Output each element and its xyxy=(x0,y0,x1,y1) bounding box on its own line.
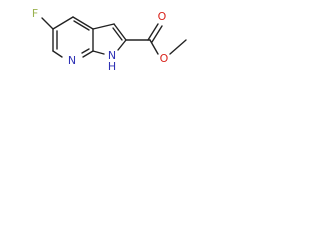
atom-fluorine-label: F xyxy=(32,7,38,20)
atom-pyridine-nitrogen-label: N xyxy=(68,54,76,67)
bond-c2-n1 xyxy=(117,39,127,51)
atom-ester-oxygen-label: O xyxy=(160,52,169,65)
atom-pyrrole-nitrogen-label: N xyxy=(108,49,116,62)
bond-n1-c7a xyxy=(92,50,105,55)
bond-c4-c5 xyxy=(52,16,74,30)
bond-c6-n7 xyxy=(52,50,63,58)
bond-c3-c2-double xyxy=(112,27,123,41)
bond-carbonyl-o-double-b xyxy=(151,25,163,43)
bond-o-methyl xyxy=(169,39,187,55)
bond-group xyxy=(41,16,187,58)
bond-n7-c7a-double xyxy=(81,48,90,54)
bond-f-c5 xyxy=(41,17,54,30)
bond-carbonyl-o-double-a xyxy=(147,23,159,41)
bond-carbonyl-o-single xyxy=(149,39,159,55)
atom-carbonyl-oxygen-label: O xyxy=(158,10,167,23)
atom-pyrrole-hydrogen-label: H xyxy=(108,60,116,73)
bond-n7-c7a xyxy=(82,50,94,58)
structure-canvas: F N N H O O xyxy=(0,0,207,82)
bond-c3-c2 xyxy=(113,23,127,41)
bond-c4-c3a xyxy=(72,16,94,30)
chemical-structure-diagram: F N N H O O xyxy=(32,7,187,73)
bond-c4-c3a-double xyxy=(73,20,90,31)
bond-c3a-c3 xyxy=(92,23,115,30)
